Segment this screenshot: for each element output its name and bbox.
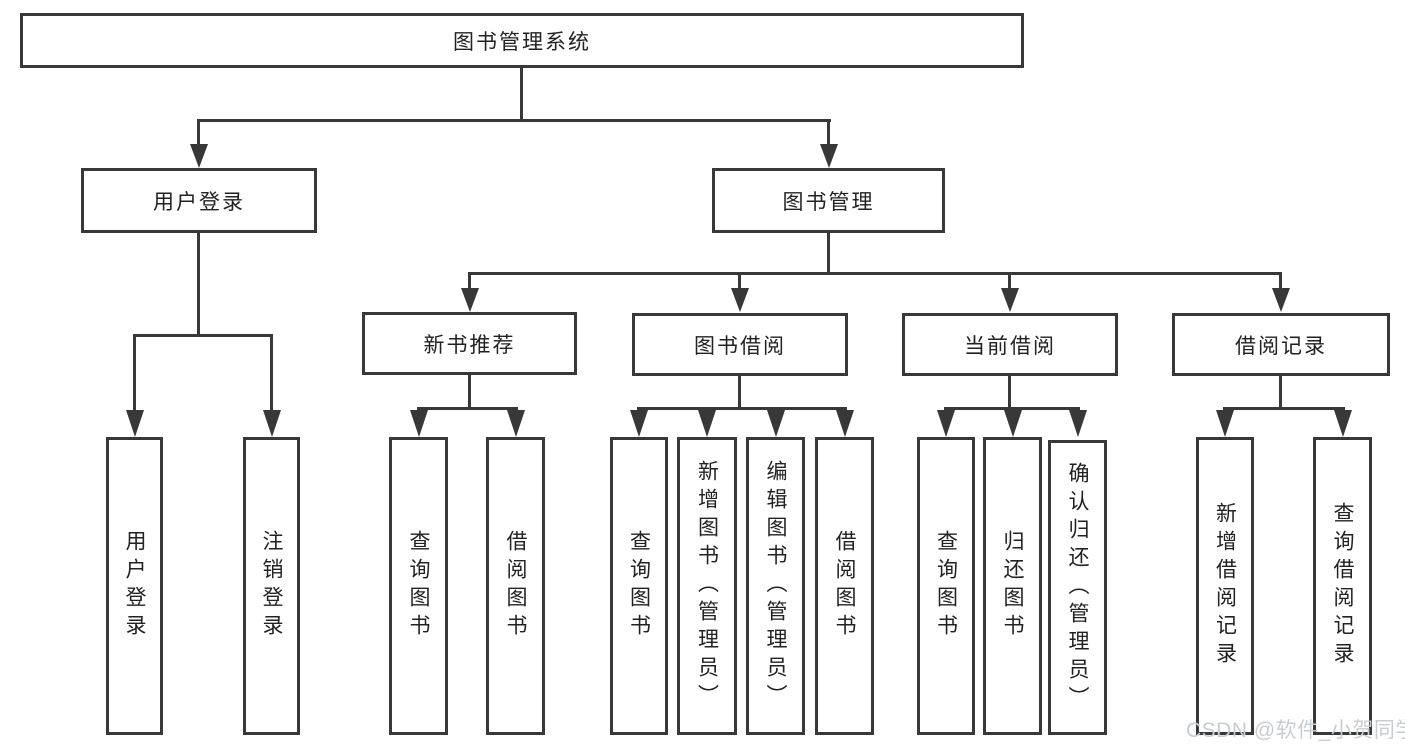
leaf-borrowing-borrow-books: 借阅图书 (815, 437, 874, 735)
leaf-records-add-record: 新增借阅记录 (1196, 437, 1254, 735)
connector-line (468, 272, 1282, 275)
node-label: 借阅记录 (1235, 334, 1327, 358)
connector-line (197, 233, 200, 336)
node-label: 归还图书 (1001, 530, 1024, 642)
node-label: 确认归还（管理员） (1066, 461, 1089, 714)
connector-line (133, 334, 273, 337)
node-label: 用户登录 (153, 190, 245, 214)
leaf-borrowing-add-books-admin: 新增图书（管理员） (677, 437, 737, 735)
connector-line (197, 121, 200, 147)
node-label: 查询图书 (627, 530, 651, 642)
node-user-login: 用户登录 (81, 168, 317, 233)
arrow-down-icon (1272, 288, 1290, 312)
node-label: 用户登录 (123, 530, 146, 642)
csdn-watermark: CSDN @软件_小贺同学 (1186, 719, 1405, 742)
arrow-down-icon (1216, 410, 1234, 437)
arrow-down-icon (698, 410, 716, 437)
node-current-borrowing: 当前借阅 (902, 313, 1118, 376)
connector-line (827, 233, 830, 274)
node-book-management: 图书管理 (712, 168, 945, 233)
connector-line (417, 407, 518, 410)
leaf-records-query-record: 查询借阅记录 (1313, 437, 1372, 735)
node-label: 编辑图书（管理员） (764, 460, 787, 712)
node-label: 图书借阅 (694, 334, 786, 358)
arrow-down-icon (410, 410, 428, 437)
connector-line (738, 274, 741, 290)
leaf-current-query-books: 查询图书 (917, 437, 975, 735)
leaf-recommend-borrow-books: 借阅图书 (486, 437, 545, 735)
arrow-down-icon (767, 410, 785, 437)
node-library-management-system: 图书管理系统 (20, 13, 1024, 68)
leaf-borrowing-edit-books-admin: 编辑图书（管理员） (746, 437, 805, 735)
leaf-recommend-query-books: 查询图书 (389, 437, 448, 735)
connector-line (1279, 274, 1282, 290)
node-label: 借阅图书 (504, 530, 527, 642)
leaf-current-confirm-return-admin: 确认归还（管理员） (1048, 440, 1107, 735)
connector-line (1223, 407, 1345, 410)
arrow-down-icon (731, 288, 749, 312)
node-label: 查询图书 (407, 530, 430, 642)
connector-line (944, 407, 1080, 410)
node-book-borrowing: 图书借阅 (632, 313, 848, 376)
leaf-borrowing-query-books: 查询图书 (610, 437, 668, 735)
connector-line (468, 375, 471, 409)
node-label: 图书管理 (782, 190, 875, 214)
arrow-down-icon (836, 410, 854, 437)
leaf-logout: 注销登录 (243, 437, 300, 735)
arrow-down-icon (507, 410, 525, 437)
connector-line (827, 121, 830, 147)
arrow-down-icon (820, 144, 838, 168)
connector-line (1279, 376, 1282, 409)
node-label: 借阅图书 (833, 530, 856, 642)
arrow-down-icon (1001, 288, 1019, 312)
arrow-down-icon (461, 288, 479, 312)
connector-line (270, 336, 273, 412)
arrow-down-icon (263, 410, 281, 437)
connector-line (133, 336, 136, 412)
connector-line (468, 274, 471, 290)
connector-line (1008, 376, 1011, 409)
node-label: 查询图书 (934, 530, 958, 642)
connector-line (1008, 274, 1011, 290)
connector-line (637, 407, 847, 410)
arrow-down-icon (1004, 410, 1022, 437)
node-label: 新书推荐 (423, 333, 516, 357)
node-label: 图书管理系统 (453, 30, 591, 54)
arrow-down-icon (630, 410, 648, 437)
leaf-current-return-books: 归还图书 (983, 437, 1042, 735)
arrow-down-icon (1334, 410, 1352, 437)
node-borrowing-records: 借阅记录 (1172, 313, 1390, 376)
arrow-down-icon (937, 410, 955, 437)
node-label: 当前借阅 (964, 334, 1056, 358)
connector-line (520, 68, 523, 122)
leaf-user-login: 用户登录 (106, 437, 163, 735)
node-label: 查询借阅记录 (1331, 502, 1354, 670)
connector-line (738, 376, 741, 409)
node-new-book-recommendation: 新书推荐 (362, 312, 577, 375)
node-label: 新增图书（管理员） (695, 460, 719, 712)
arrow-down-icon (1069, 410, 1087, 437)
node-label: 新增借阅记录 (1213, 502, 1237, 670)
arrow-down-icon (190, 144, 208, 168)
connector-line (197, 119, 831, 122)
node-label: 注销登录 (260, 530, 283, 642)
arrow-down-icon (126, 410, 144, 437)
